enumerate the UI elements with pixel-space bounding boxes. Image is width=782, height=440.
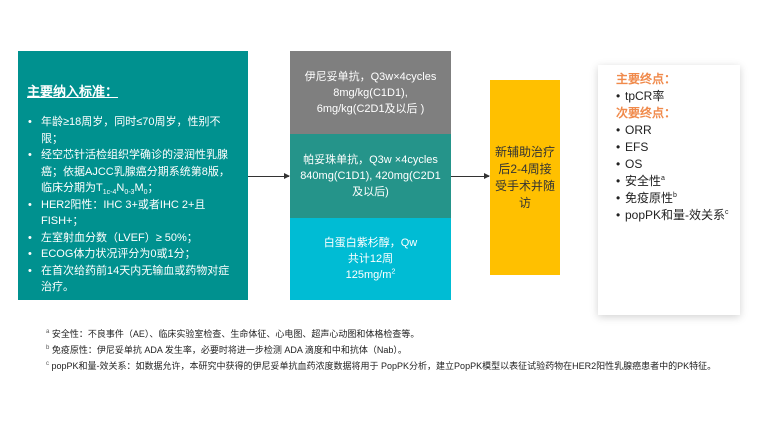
endpoint-item: OS	[616, 156, 740, 173]
arm-line: 白蛋白紫杉醇，Qw	[323, 237, 418, 249]
arm-line: 帕妥珠单抗，Q3w ×4cycles	[303, 154, 438, 166]
surgery-text: 新辅助治疗后2-4周接受手术并随访	[495, 144, 556, 210]
footnote-mark: a	[46, 329, 50, 335]
arm-line: 伊尼妥单抗，Q3w×4cycles	[304, 70, 437, 83]
secondary-endpoint-heading: 次要终点：	[616, 106, 677, 120]
endpoint-item: 安全性a	[616, 173, 740, 190]
criteria-text: N	[116, 182, 125, 194]
criteria-item: 年龄≥18周岁，同时≤70周岁，性别不限；	[26, 114, 240, 147]
endpoint-label: ORR	[625, 123, 652, 137]
endpoints-box: 主要终点： tpCR率 次要终点： ORR EFS OS 安全性a 免疫原性b …	[598, 65, 740, 315]
endpoint-item: tpCR率	[616, 88, 740, 105]
footnote-c: c popPK和量-效关系：如数据允许，本研究中获得的伊尼妥单抗血药浓度数据将用…	[46, 358, 766, 374]
criteria-text: M	[134, 182, 144, 194]
primary-endpoint-heading: 主要终点：	[616, 72, 677, 86]
subscript: 1c-4	[102, 189, 117, 197]
criteria-item: 在首次给药前14天内无输血或药物对症治疗。	[26, 263, 240, 296]
arm-line: 共计12周	[347, 253, 394, 265]
footnote-mark: c	[46, 361, 49, 367]
endpoint-item: ORR	[616, 122, 740, 139]
arm-text: 125mg/m	[345, 269, 392, 281]
criteria-title: 主要纳入标准：	[27, 84, 119, 99]
criteria-item: 经空芯针活检组织学确诊的浸润性乳腺癌；依据AJCC乳腺癌分期系统第8版，临床分期…	[26, 147, 240, 197]
surgery-box: 新辅助治疗后2-4周接受手术并随访	[490, 80, 560, 275]
footnote-text: popPK和量-效关系：如数据允许，本研究中获得的伊尼妥单抗血药浓度数据将用于 …	[51, 361, 717, 371]
criteria-text: 经空芯针活检组织学确诊的浸润性乳腺癌；依据AJCC乳腺癌分期系统第8版，临床分期…	[41, 149, 230, 194]
footnote-text: 安全性：不良事件（AE）、临床实验室检查、生命体征、心电图、超声心动图和体格检查…	[51, 329, 420, 339]
footnote-b: b 免疫原性：伊尼妥单抗 ADA 发生率，必要时将进一步检测 ADA 滴度和中和…	[46, 342, 766, 358]
subscript: 0-3	[124, 189, 135, 197]
endpoint-label: 免疫原性	[625, 191, 674, 205]
endpoint-label: EFS	[625, 140, 649, 154]
arm-line: 及以后)	[352, 186, 389, 198]
superscript: 2	[391, 268, 396, 276]
subscript: 0	[143, 189, 148, 197]
footnotes: a 安全性：不良事件（AE）、临床实验室检查、生命体征、心电图、超声心动图和体格…	[46, 326, 766, 374]
arm-line: 6mg/kg(C2D1及以后 )	[316, 102, 425, 115]
treatment-arm-nab-paclitaxel: 白蛋白紫杉醇，Qw 共计12周 125mg/m2	[290, 218, 451, 300]
treatment-arm-inetetamab: 伊尼妥单抗，Q3w×4cycles 8mg/kg(C1D1), 6mg/kg(C…	[290, 51, 451, 134]
criteria-item: ECOG体力状况评分为0或1分；	[26, 246, 240, 263]
endpoint-item: 免疫原性b	[616, 190, 740, 207]
endpoint-item: EFS	[616, 139, 740, 156]
arm-line: 840mg(C1D1), 420mg(C2D1	[300, 170, 441, 182]
inclusion-criteria-box: 主要纳入标准： 年龄≥18周岁，同时≤70周岁，性别不限； 经空芯针活检组织学确…	[18, 51, 248, 300]
footnote-mark: b	[673, 192, 677, 199]
arrow-to-treatment	[248, 173, 290, 179]
criteria-item: 左室射血分数（LVEF）≥ 50%；	[26, 230, 240, 247]
footnote-mark: b	[46, 345, 50, 351]
endpoint-label: 安全性	[625, 174, 662, 188]
endpoint-item: popPK和量-效关系c	[616, 207, 740, 224]
arm-line: 125mg/m2	[346, 267, 396, 283]
footnote-a: a 安全性：不良事件（AE）、临床实验室检查、生命体征、心电图、超声心动图和体格…	[46, 326, 766, 342]
arrow-to-surgery	[451, 173, 490, 179]
footnote-mark: c	[725, 209, 729, 216]
endpoint-label: OS	[625, 157, 643, 171]
footnote-text: 免疫原性：伊尼妥单抗 ADA 发生率，必要时将进一步检测 ADA 滴度和中和抗体…	[51, 345, 407, 355]
footnote-mark: a	[661, 175, 665, 182]
criteria-list: 年龄≥18周岁，同时≤70周岁，性别不限； 经空芯针活检组织学确诊的浸润性乳腺癌…	[26, 114, 240, 296]
primary-endpoint-list: tpCR率	[616, 88, 740, 105]
secondary-endpoint-list: ORR EFS OS 安全性a 免疫原性b popPK和量-效关系c	[616, 122, 740, 224]
arm-line: 8mg/kg(C1D1),	[333, 86, 408, 99]
treatment-arm-pertuzumab: 帕妥珠单抗，Q3w ×4cycles 840mg(C1D1), 420mg(C2…	[290, 134, 451, 218]
criteria-item: HER2阳性：IHC 3+或者IHC 2+且FISH+；	[26, 197, 240, 230]
criteria-text: ；	[147, 182, 159, 194]
endpoint-label: popPK和量-效关系	[625, 208, 726, 222]
